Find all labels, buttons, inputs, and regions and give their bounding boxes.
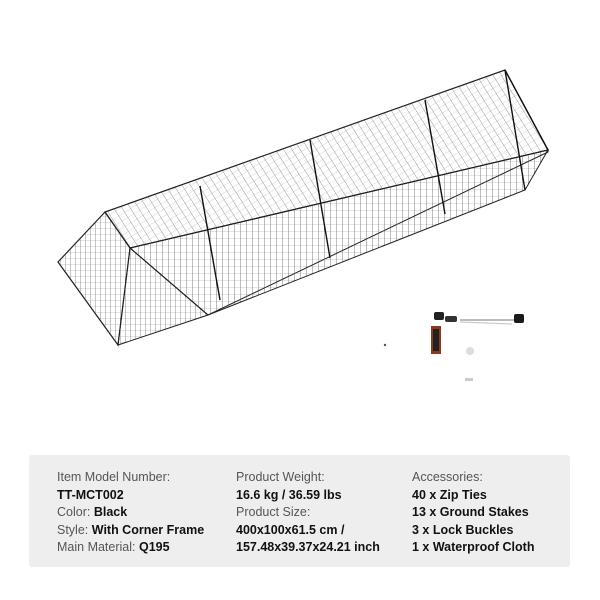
size-value-cm: 400x100x61.5 cm /	[236, 522, 345, 537]
product-image	[57, 69, 550, 381]
buckle-icon	[514, 314, 524, 323]
color-label: Color:	[57, 505, 91, 519]
material-label: Main Material:	[57, 540, 136, 554]
material-value: Q195	[138, 540, 170, 554]
weight-value: 16.6 kg / 36.59 lbs	[236, 487, 342, 502]
model-label: Item Model Number:	[57, 470, 171, 484]
accessories-label: Accessories:	[412, 470, 483, 484]
wire-cage	[57, 69, 550, 347]
spec-panel: Item Model Number: TT-MCT002 Color: Blac…	[29, 455, 570, 567]
model-value: TT-MCT002	[57, 487, 124, 502]
accessory-item: 13 x Ground Stakes	[412, 505, 529, 519]
size-value-inch: 157.48x39.37x24.21 inch	[236, 540, 380, 554]
style-value: With Corner Frame	[91, 522, 205, 537]
accessory-item: 40 x Zip Ties	[412, 487, 487, 502]
accessory-item: 1 x Waterproof Cloth	[412, 540, 535, 554]
spec-column-accessories: Accessories: 40 x Zip Ties 13 x Ground S…	[412, 469, 534, 557]
cage-end-lower-panel	[117, 247, 209, 346]
spec-column-weight-size: Product Weight: 16.6 kg / 36.59 lbs Prod…	[236, 469, 380, 557]
lock-buckle-icon	[434, 312, 457, 322]
zip-ties-icon	[459, 319, 515, 325]
spec-column-model: Item Model Number: TT-MCT002 Color: Blac…	[57, 469, 204, 557]
color-value: Black	[93, 505, 128, 519]
size-label: Product Size:	[236, 505, 311, 519]
accessory-item: 3 x Lock Buckles	[412, 522, 514, 537]
weight-label: Product Weight:	[236, 470, 325, 484]
accessories	[383, 312, 524, 381]
style-label: Style:	[57, 522, 89, 537]
ground-stake-icon	[466, 347, 474, 355]
cage-end-panel	[57, 211, 131, 347]
